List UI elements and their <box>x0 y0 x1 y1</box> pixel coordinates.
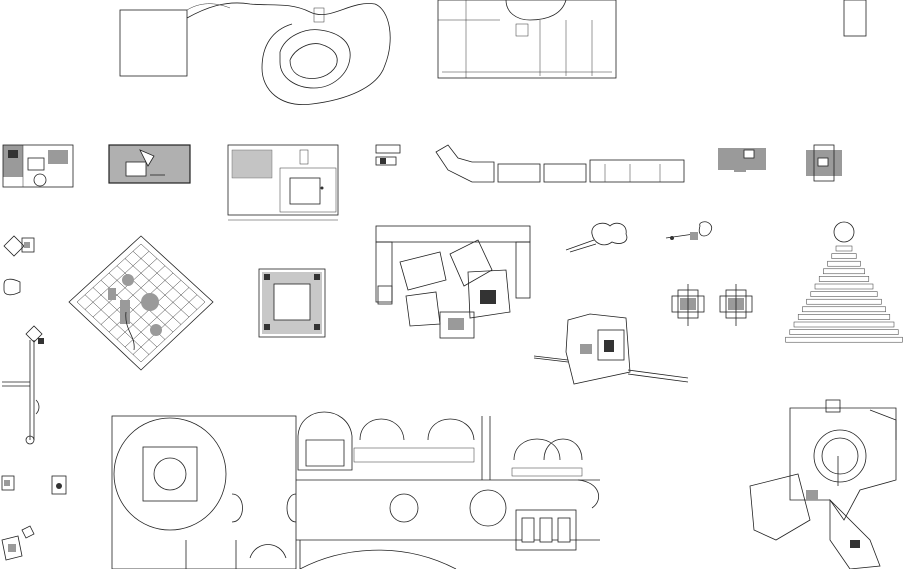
diamond-grid-line <box>124 258 190 318</box>
curvy-landscape-plan <box>119 2 391 105</box>
pyramid-step <box>835 245 853 252</box>
gray-pavilion-plan <box>108 144 191 184</box>
stepped-pyramid-elevation <box>785 221 903 343</box>
pyramid-step <box>785 336 903 343</box>
diamond-grid-line <box>132 251 198 310</box>
thin-linear-plan-left <box>2 325 44 445</box>
pyramid-step <box>818 276 870 282</box>
diamond-grid-line <box>108 272 174 333</box>
cross-house-plan <box>806 144 842 182</box>
complex-campus-plan <box>375 225 531 339</box>
pyramid-step <box>797 314 891 320</box>
pyramid-step <box>810 291 878 297</box>
cloud-shaped-plan <box>565 222 628 253</box>
monumental-palace-plan <box>111 411 600 569</box>
grid-courtyard-house-plan <box>227 144 339 221</box>
pyramid-step <box>802 306 886 313</box>
small-tree-plan <box>665 221 712 240</box>
tall-narrow-block-plan <box>843 0 867 37</box>
small-diagonal-plan <box>3 235 35 296</box>
long-linear-building-plan <box>435 144 685 183</box>
diamond-grid-plan <box>68 235 214 371</box>
small-gray-plan <box>718 148 766 172</box>
pyramid-step <box>814 283 874 290</box>
angled-complex-plan <box>533 313 689 385</box>
irregular-complex-plan-right <box>749 399 897 569</box>
pyramid-step <box>827 260 861 267</box>
square-courtyard-plan <box>258 268 326 338</box>
small-house-plan-left <box>2 144 74 188</box>
pyramid-step <box>789 329 899 335</box>
pyramid-step <box>793 321 895 328</box>
pyramid-step <box>823 268 865 275</box>
pyramid-step <box>806 298 882 305</box>
diamond-grid-line <box>124 287 190 348</box>
tiny-house-plan <box>375 144 401 166</box>
hall-with-curved-pool-plan <box>437 0 617 79</box>
diamond-grid-line <box>132 294 198 355</box>
tiny-plans-bottom-left <box>1 475 67 561</box>
pyramid-step <box>831 253 857 259</box>
twin-pinwheel-plans <box>671 284 753 326</box>
